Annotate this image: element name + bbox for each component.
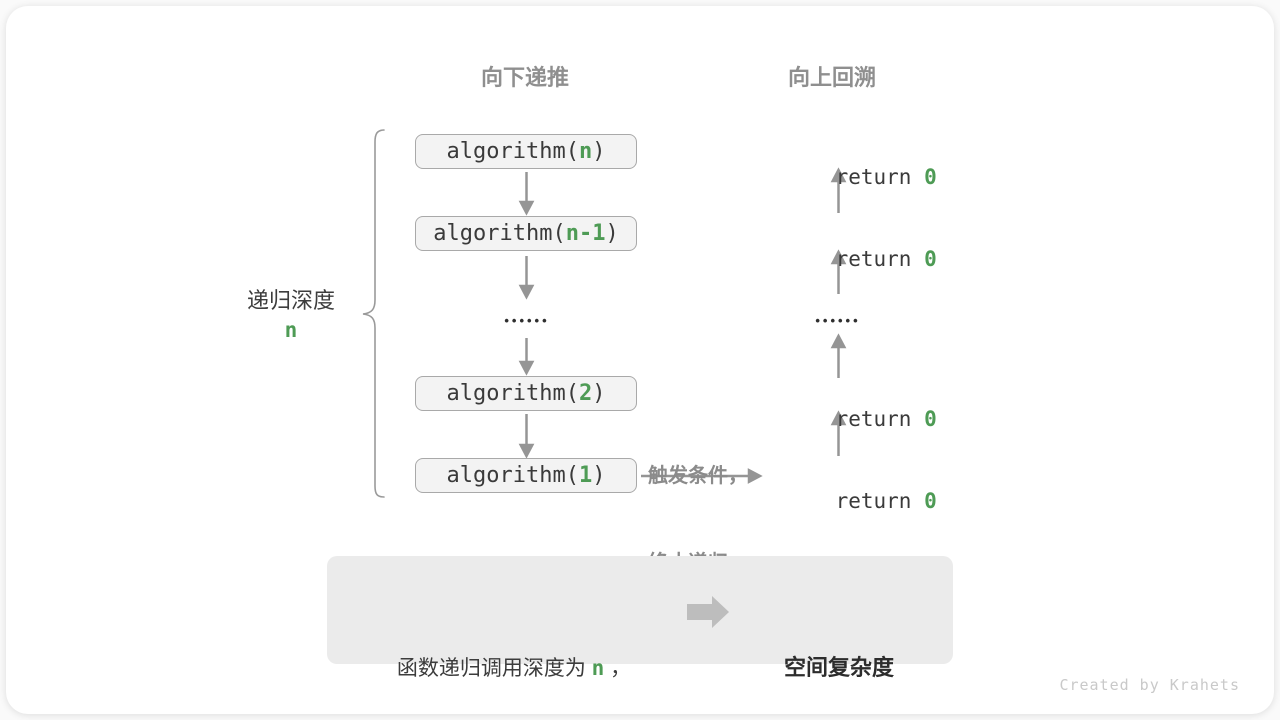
return-keyword: return [835,165,925,189]
return-row-3: return 0 [785,380,937,458]
frame-text: ) [605,221,619,246]
return-keyword: return [835,247,925,271]
implies-arrow-icon [687,604,712,620]
return-value: 0 [924,247,937,271]
return-value: 0 [924,165,937,189]
return-keyword: return [835,407,925,431]
stack-ellipsis: •••••• [504,313,550,328]
frame-text: ) [592,139,606,164]
summary-text: ， [604,657,632,680]
frame-arg: n [578,139,593,164]
frame-text: algorithm( [446,381,579,406]
summary-statement-line1: 函数递归调用深度为 n ， [354,649,674,688]
return-row-4: return 0 [785,462,937,540]
stack-frame-n: algorithm(n) [415,134,637,169]
summary-conclusion: 空间复杂度 线性阶 O(n) [739,573,939,720]
frame-arg: 1 [578,463,593,488]
summary-statement: 函数递归调用深度为 n ， 共使用 O(n) 的栈帧空间 [354,573,674,720]
frame-text: algorithm( [446,463,579,488]
frame-arg: 2 [578,381,593,406]
return-keyword: return [835,489,925,513]
return-row-2: return 0 [785,220,937,298]
stack-frame-2: algorithm(2) [415,376,637,411]
frame-text: algorithm( [433,221,566,246]
depth-value: n [284,318,298,342]
termination-note-line1: 触发条件， [648,465,748,487]
summary-text: 函数递归调用深度为 [396,657,592,680]
summary-panel: 函数递归调用深度为 n ， 共使用 O(n) 的栈帧空间 空间复杂度 线性阶 O… [327,556,953,680]
credit-watermark: Created by Krahets [1059,676,1240,694]
summary-var-n: n [591,656,605,680]
frame-text: ) [592,463,606,488]
frame-arg: n-1 [565,221,606,246]
return-value: 0 [924,489,937,513]
frame-text: ) [592,381,606,406]
implies-arrow-head-icon [712,596,729,628]
stack-frame-1: algorithm(1) [415,458,637,493]
return-row-1: return 0 [785,138,937,216]
column-header-recurse-down: 向下递推 [480,65,569,90]
return-value: 0 [924,407,937,431]
depth-label: 递归深度 [246,288,335,313]
space-complexity-title: 空间复杂度 [783,655,894,680]
column-header-backtrack-up: 向上回溯 [787,65,876,90]
stack-frame-n-1: algorithm(n-1) [415,216,637,251]
frame-text: algorithm( [446,139,579,164]
return-ellipsis: •••••• [815,313,861,328]
